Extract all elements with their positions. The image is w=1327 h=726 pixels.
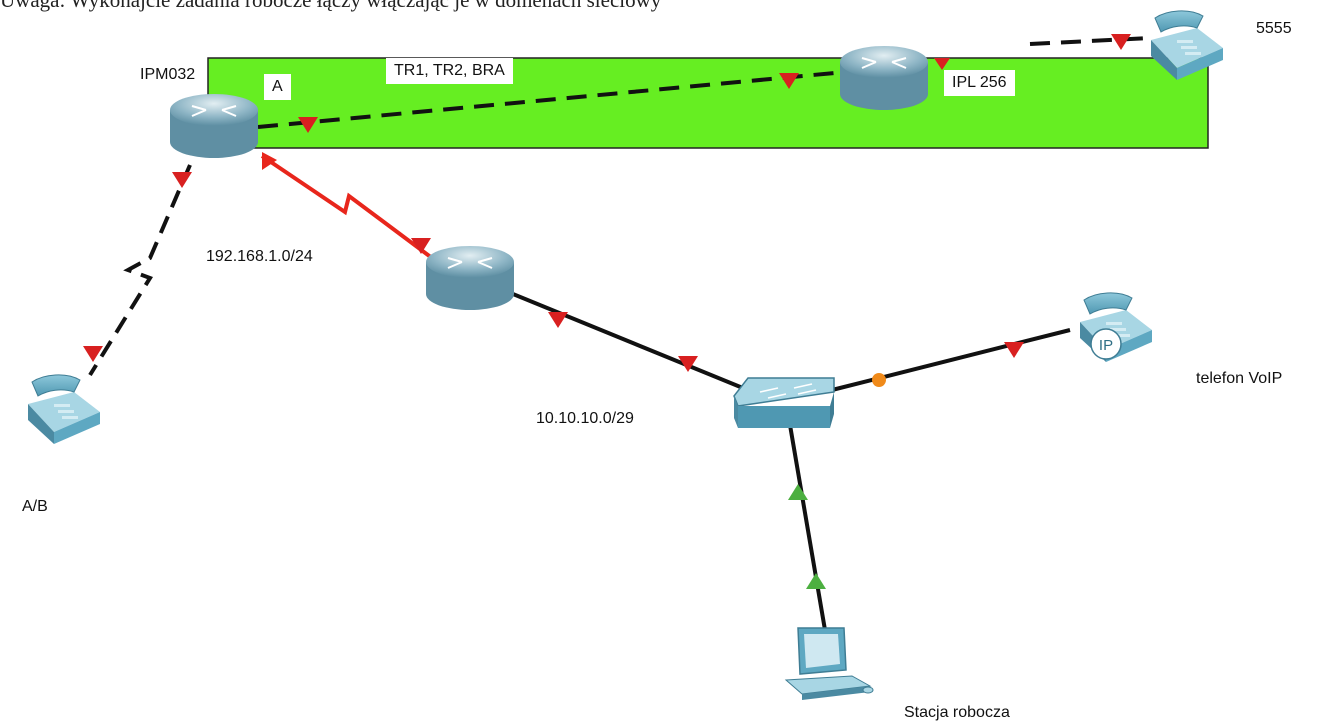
label-trunk: TR1, TR2, BRA (386, 58, 513, 84)
ip-badge-label: IP (1099, 337, 1113, 354)
switch-station-link[interactable] (788, 424, 827, 631)
voip-phone-icon[interactable]: IP (1080, 292, 1152, 362)
phone-ab-icon[interactable] (28, 374, 100, 444)
router-ipm032[interactable] (170, 94, 258, 158)
label-network-192: 192.168.1.0/24 (198, 244, 321, 270)
analog-phone-link[interactable] (88, 164, 192, 377)
label-workstation: Stacja robocza (896, 700, 1018, 726)
link-markers (83, 34, 1131, 589)
phone-5555-icon[interactable] (1151, 10, 1223, 80)
down-arrow (411, 238, 431, 254)
label-ext-5555: 5555 (1248, 16, 1300, 42)
trunk-link[interactable] (257, 70, 846, 129)
router-switch-link[interactable] (507, 290, 761, 397)
label-ipl256: IPL 256 (944, 70, 1015, 96)
up-arrow (262, 152, 277, 170)
label-ab-phone: A/B (14, 494, 56, 520)
down-arrow (172, 172, 192, 188)
down-arrow (548, 312, 568, 328)
caption: Uwaga: Wykonajcie zadania robocze łączy … (0, 0, 662, 12)
ipl-phone-link[interactable] (1029, 36, 1151, 46)
links (88, 36, 1151, 631)
up-arrow (806, 573, 826, 589)
ip-badge-icon (1090, 328, 1122, 360)
switch-voip-link[interactable] (831, 328, 1071, 392)
down-arrow (678, 356, 698, 372)
router-ipl256[interactable] (840, 46, 928, 110)
switch[interactable] (733, 377, 835, 428)
label-voip-phone: telefon VoIP (1188, 366, 1291, 392)
link-dot (872, 373, 886, 387)
down-arrow (1111, 34, 1131, 50)
down-arrow (298, 117, 318, 133)
label-network-10: 10.10.10.0/29 (528, 406, 642, 432)
workstation-icon[interactable] (784, 627, 874, 700)
down-arrow (83, 346, 103, 362)
down-arrow (779, 73, 799, 89)
down-arrow (934, 58, 950, 70)
label-ipm032: IPM032 (132, 62, 204, 88)
up-arrow (788, 484, 808, 500)
router-lan[interactable] (426, 246, 514, 310)
pbx-zone (207, 57, 1209, 149)
serial-link[interactable] (260, 154, 434, 260)
label-port-a: A (264, 74, 291, 100)
down-arrow (1004, 342, 1024, 358)
